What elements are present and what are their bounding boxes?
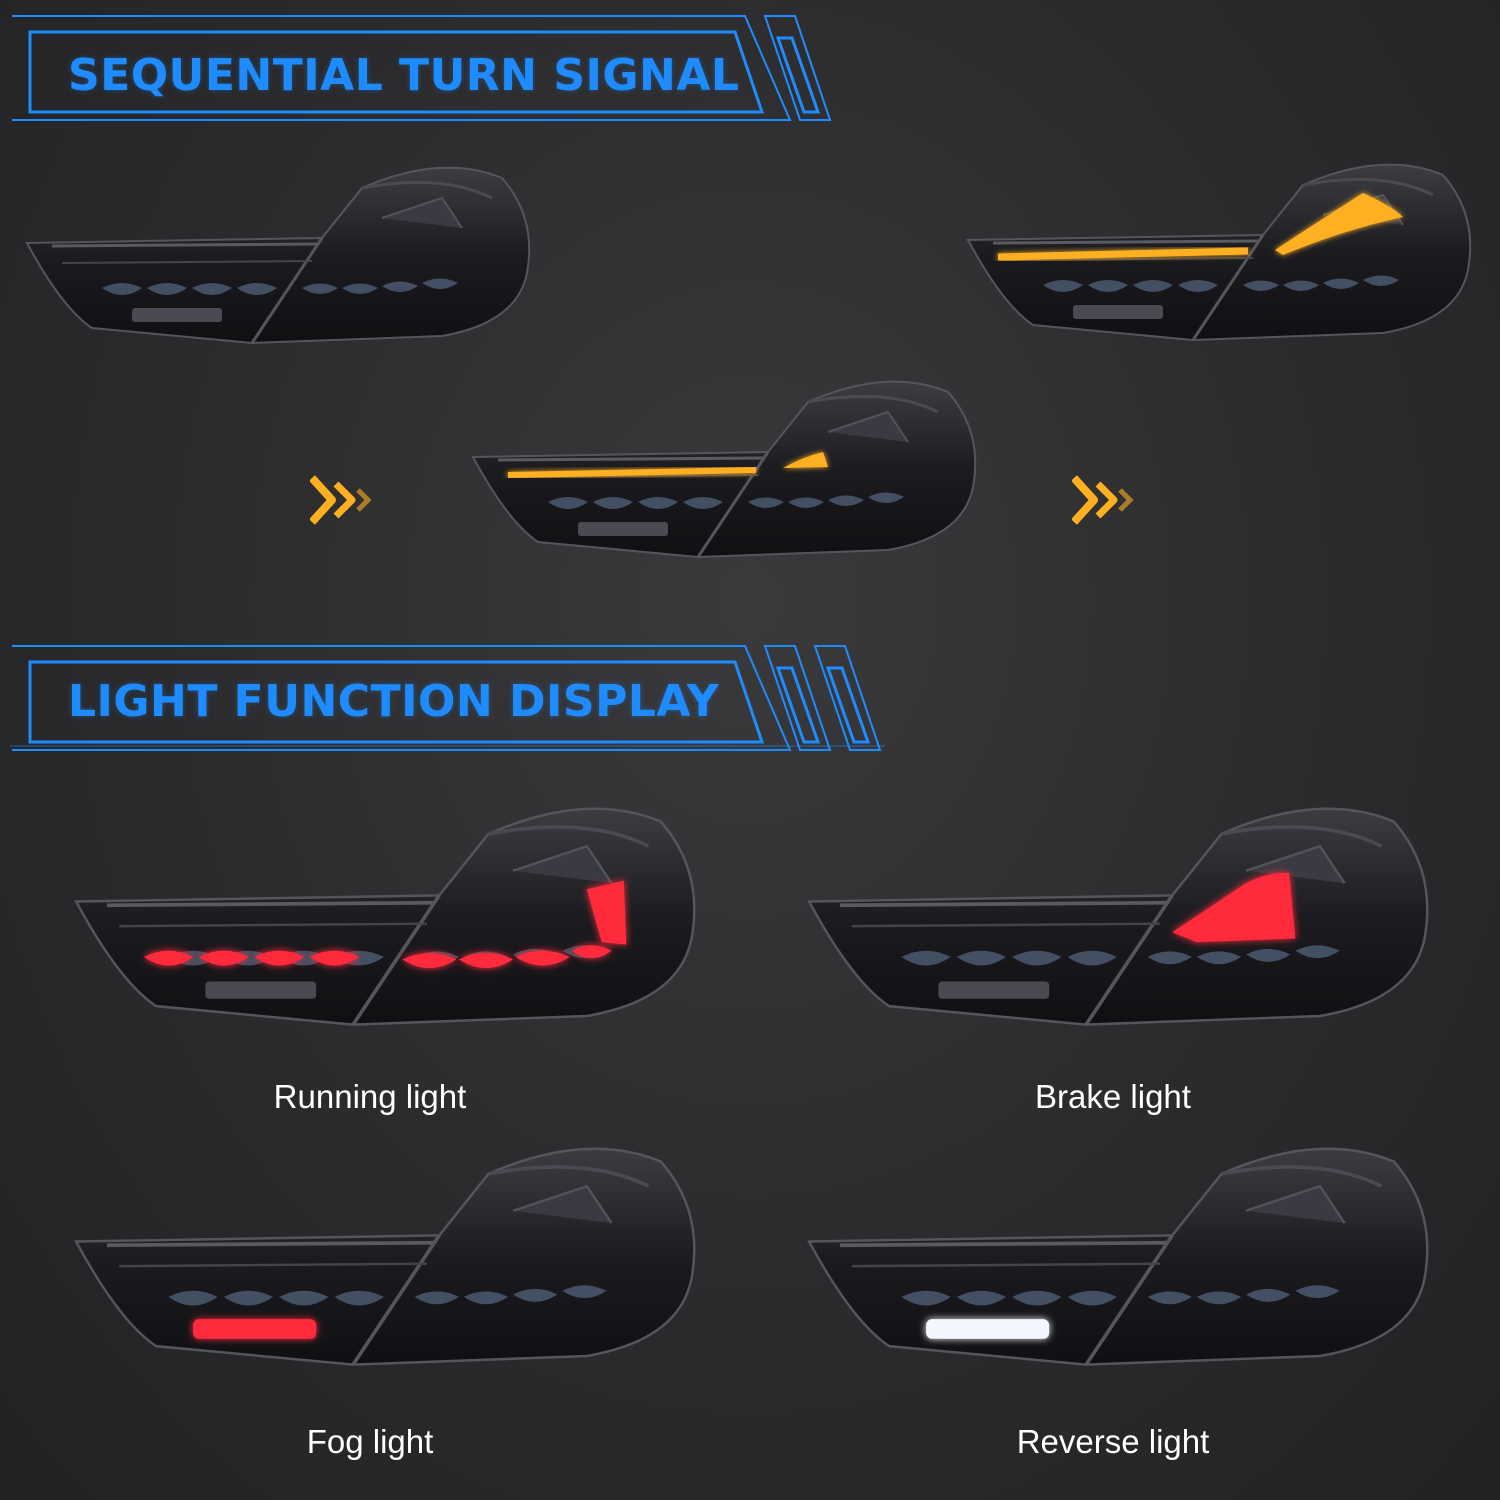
chevron-right-double-icon [309,470,390,535]
tail-lamp-turn-step-1 [22,158,542,358]
banner-frame [10,645,885,751]
section-title: SEQUENTIAL TURN SIGNAL [68,50,740,101]
section-banner-functions: LIGHT FUNCTION DISPLAY [0,642,900,754]
caption-brake-light: Brake light [1035,1078,1191,1115]
tail-lamp-brake [803,795,1443,1045]
section-title: LIGHT FUNCTION DISPLAY [68,676,720,727]
tail-lamp-running [70,795,710,1045]
caption-fog-light: Fog light [306,1423,434,1460]
tail-lamp-reverse [803,1135,1443,1385]
caption-running-light: Running light [273,1078,467,1115]
chevron-right-double-icon [1071,470,1152,535]
tail-lamp-fog [70,1135,710,1385]
section-banner-sequential: SEQUENTIAL TURN SIGNAL [0,12,840,133]
tail-lamp-turn-step-2 [468,372,988,572]
caption-reverse-light: Reverse light [1016,1423,1210,1460]
tail-lamp-turn-step-3 [963,155,1483,355]
